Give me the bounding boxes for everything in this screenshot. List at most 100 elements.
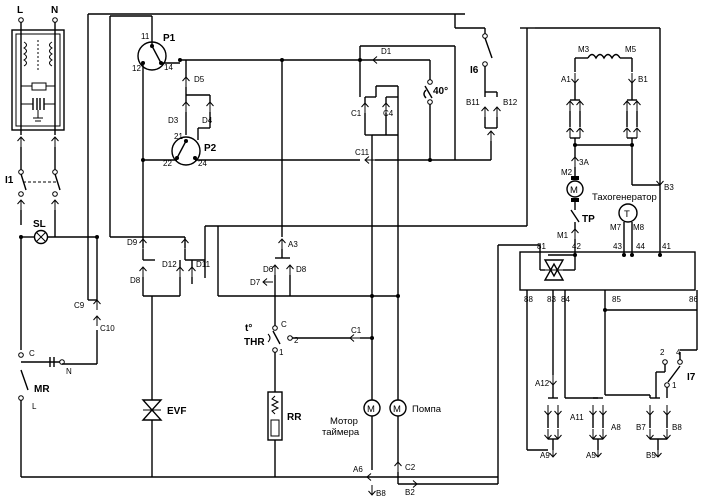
thr-1: 1 bbox=[279, 348, 284, 357]
selector-p2: P2 21 22 24 bbox=[163, 132, 217, 168]
i7-2: 2 bbox=[660, 348, 665, 357]
label-b8: B8 bbox=[376, 489, 386, 498]
p2-24: 24 bbox=[198, 159, 207, 168]
control-board: 81 42 43 44 41 88 83 84 85 86 bbox=[519, 242, 698, 304]
label-m2: M2 bbox=[561, 168, 573, 177]
label-c11: C11 bbox=[355, 148, 370, 157]
i7-4: 4 bbox=[676, 348, 681, 357]
label-motor-timer2: таймера bbox=[322, 427, 360, 438]
label-c1b: C1 bbox=[351, 326, 362, 335]
label-d12: D12 bbox=[162, 260, 177, 269]
label-d8b: D8 bbox=[296, 265, 307, 274]
label-b5: B5 bbox=[646, 451, 656, 460]
motor-timer-m: M bbox=[367, 404, 375, 415]
mr-c: C bbox=[29, 349, 35, 358]
p2-21: 21 bbox=[174, 132, 183, 141]
label-b3: B3 bbox=[664, 183, 674, 192]
label-m8: M8 bbox=[633, 223, 645, 232]
valve-evf: EVF bbox=[141, 399, 186, 477]
switch-mr: C N L MR bbox=[18, 330, 98, 411]
motor-timer: M Мотор таймера bbox=[322, 399, 381, 470]
label-a9: A9 bbox=[540, 451, 550, 460]
label-3a: 3A bbox=[579, 158, 589, 167]
label-tp: TP bbox=[582, 214, 595, 225]
pump: M Помпа bbox=[389, 399, 442, 462]
label-m5: M5 bbox=[625, 45, 637, 54]
label-d7: D7 bbox=[250, 278, 261, 287]
label-d9: D9 bbox=[127, 238, 138, 247]
label-i6: I6 bbox=[470, 65, 479, 76]
label-b8b: B8 bbox=[672, 423, 682, 432]
label-b11: B11 bbox=[466, 98, 480, 107]
label-c9: C9 bbox=[74, 301, 85, 310]
mains-filter: L N bbox=[11, 5, 65, 135]
label-c10: C10 bbox=[100, 324, 115, 333]
label-i7: I7 bbox=[687, 372, 696, 383]
p2-22: 22 bbox=[163, 159, 172, 168]
label-thr-t: t° bbox=[245, 323, 252, 334]
label-d4: D4 bbox=[202, 116, 213, 125]
label-40: 40° bbox=[433, 86, 448, 97]
motor-field: M3 M5 A1 B1 3A M2 M bbox=[557, 45, 648, 255]
label-sl: SL bbox=[33, 219, 46, 230]
label-thr: THR bbox=[244, 337, 265, 348]
label-a1: A1 bbox=[561, 75, 571, 84]
label-i1: I1 bbox=[5, 175, 14, 186]
switch-i6: I6 B11 B12 bbox=[454, 14, 518, 160]
label-c4: C4 bbox=[383, 109, 394, 118]
pin-84: 84 bbox=[561, 295, 570, 304]
label-evf: EVF bbox=[167, 406, 186, 417]
label-m3: M3 bbox=[578, 45, 590, 54]
label-c2: C2 bbox=[405, 463, 416, 472]
label-c1: C1 bbox=[351, 109, 362, 118]
label-d5: D5 bbox=[194, 75, 205, 84]
thr-c: C bbox=[281, 320, 287, 329]
pin-83: 83 bbox=[547, 295, 556, 304]
pin-42: 42 bbox=[572, 242, 581, 251]
label-d6: D6 bbox=[263, 265, 274, 274]
thr-2: 2 bbox=[294, 336, 299, 345]
tacho-t: T bbox=[624, 209, 630, 220]
label-a3: A3 bbox=[288, 240, 298, 249]
pin-86: 86 bbox=[689, 295, 698, 304]
i7-1: 1 bbox=[672, 381, 677, 390]
label-motor-timer: Мотор bbox=[330, 416, 358, 427]
label-m1: M1 bbox=[557, 231, 569, 240]
label-a8: A8 bbox=[611, 423, 621, 432]
label-pump: Помпа bbox=[412, 404, 442, 415]
drive-motor-m: M bbox=[570, 185, 578, 196]
mr-n: N bbox=[66, 367, 72, 376]
switch-i7: I7 2 4 1 bbox=[655, 348, 696, 398]
label-mr: MR bbox=[34, 384, 50, 395]
label-l: L bbox=[17, 5, 23, 16]
thermostat-40: 40° bbox=[423, 60, 448, 160]
p1-14: 14 bbox=[164, 63, 173, 72]
label-b1: B1 bbox=[638, 75, 648, 84]
thermostat-thr: t° THR C 2 1 C1 bbox=[244, 310, 374, 392]
label-d3: D3 bbox=[168, 116, 179, 125]
label-a11: A11 bbox=[570, 413, 584, 422]
label-m7: M7 bbox=[610, 223, 622, 232]
label-b12: B12 bbox=[503, 98, 518, 107]
label-d1: D1 bbox=[381, 47, 392, 56]
label-d11: D11 bbox=[196, 260, 211, 269]
p1-12: 12 bbox=[132, 64, 141, 73]
mr-l: L bbox=[32, 402, 37, 411]
label-a12: A12 bbox=[535, 379, 550, 388]
label-n: N bbox=[51, 5, 58, 16]
label-b2: B2 bbox=[405, 488, 415, 497]
pin-81: 81 bbox=[537, 242, 546, 251]
label-p1: P1 bbox=[163, 33, 176, 44]
switch-i1: I1 bbox=[5, 169, 61, 197]
label-b7: B7 bbox=[636, 423, 646, 432]
label-d8: D8 bbox=[130, 276, 141, 285]
pump-m: M bbox=[393, 404, 401, 415]
pin-88: 88 bbox=[524, 295, 533, 304]
p1-11: 11 bbox=[141, 32, 150, 41]
pin-41: 41 bbox=[662, 242, 671, 251]
label-p2: P2 bbox=[204, 143, 217, 154]
label-a5: A5 bbox=[586, 451, 596, 460]
tachogenerator: Тахогенератор T M7 M8 bbox=[592, 192, 657, 255]
lamp-sl: SL bbox=[19, 219, 97, 245]
